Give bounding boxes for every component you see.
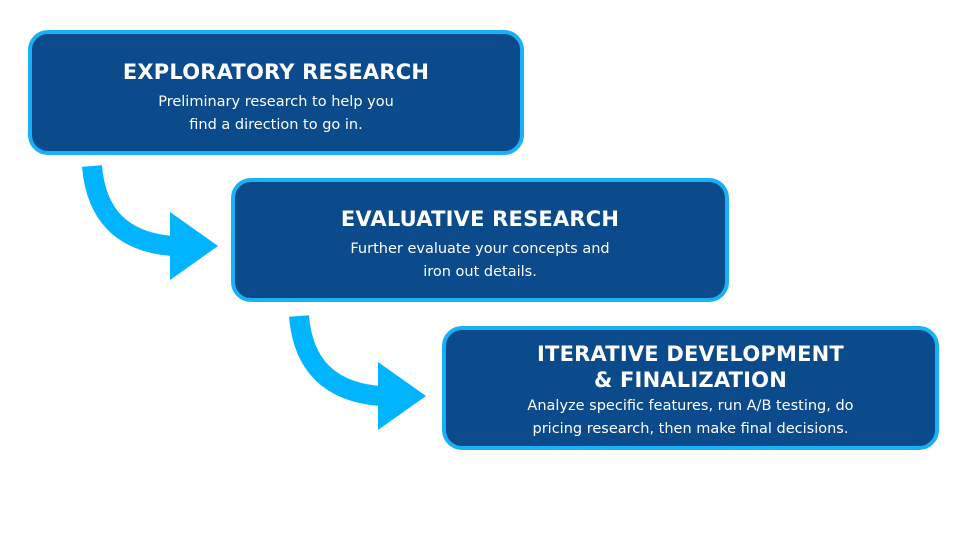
step-title: EVALUATIVE RESEARCH	[340, 207, 620, 231]
step-description: Preliminary research to help you find a …	[158, 94, 394, 133]
step-title: ITERATIVE DEVELOPMENT & FINALIZATION	[537, 342, 844, 392]
step-box-iterative-development: ITERATIVE DEVELOPMENT & FINALIZATION Ana…	[442, 326, 939, 450]
step-description: Analyze specific features, run A/B testi…	[527, 398, 854, 437]
step-box-evaluative-research: EVALUATIVE RESEARCH Further evaluate you…	[231, 178, 729, 302]
step-box-exploratory-research: EXPLORATORY RESEARCH Preliminary researc…	[28, 30, 524, 155]
step-description: Further evaluate your concepts and iron …	[350, 241, 610, 280]
step-title: EXPLORATORY RESEARCH	[122, 60, 430, 84]
